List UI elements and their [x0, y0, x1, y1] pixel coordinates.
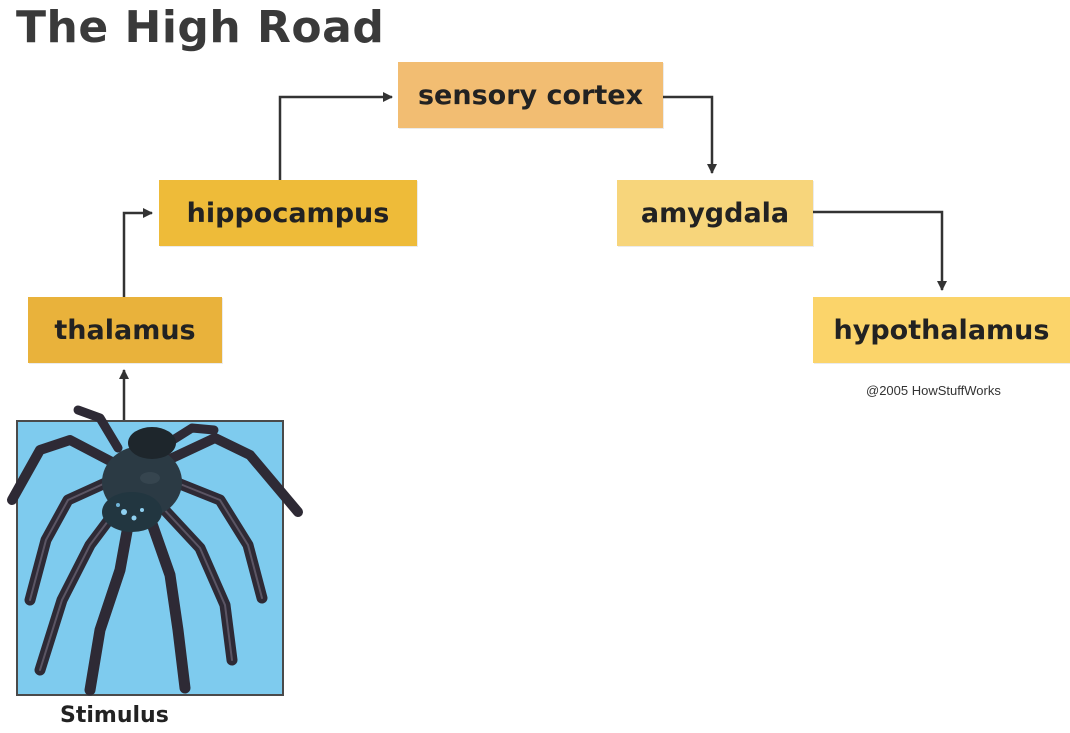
stimulus-label: Stimulus — [60, 703, 169, 728]
